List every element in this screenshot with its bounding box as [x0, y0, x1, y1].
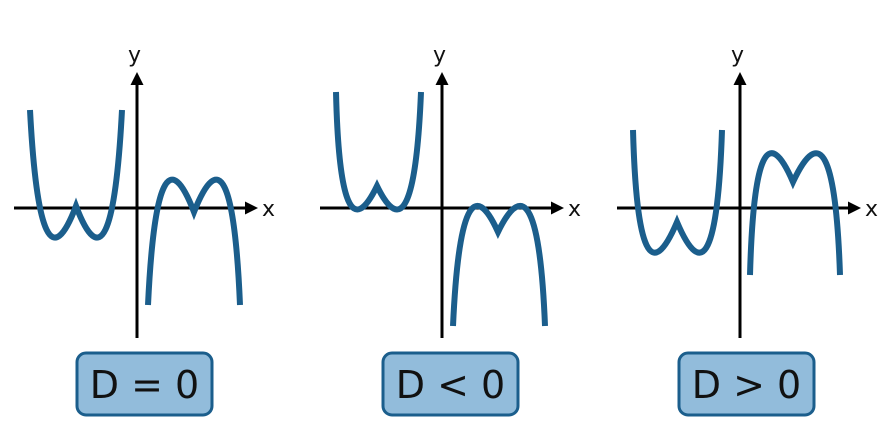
- downward-parabola-curve: [450, 203, 548, 327]
- x-axis-label: x: [865, 197, 878, 222]
- x-axis-arrow: [848, 201, 861, 215]
- downward-parabola-curve: [747, 150, 843, 276]
- panel-d-less-than-zero: x y D < 0: [320, 43, 581, 417]
- x-axis-label: x: [568, 197, 581, 222]
- y-axis-arrow: [733, 72, 747, 85]
- panel-d-greater-than-zero: x y D > 0: [617, 43, 878, 417]
- y-axis-arrow: [130, 72, 144, 85]
- badge-box: [677, 351, 816, 417]
- badge-box: [381, 351, 520, 417]
- panel-d-equals-zero: x y D = 0: [14, 43, 275, 417]
- discriminant-badge: D < 0: [396, 363, 505, 407]
- discriminant-badge: D > 0: [692, 363, 801, 407]
- y-axis-label: y: [731, 43, 744, 68]
- x-axis-label: x: [262, 197, 275, 222]
- discriminant-badge: D = 0: [90, 363, 199, 407]
- y-axis-arrow: [435, 72, 449, 85]
- upward-parabola-curve: [333, 91, 424, 213]
- downward-parabola-curve: [145, 176, 243, 306]
- x-axis-arrow: [245, 201, 258, 215]
- y-axis-label: y: [128, 43, 141, 68]
- y-axis-label: y: [433, 43, 446, 68]
- x-axis-arrow: [551, 201, 564, 215]
- upward-parabola-curve: [27, 109, 125, 241]
- upward-parabola-curve: [630, 129, 725, 256]
- badge-box: [75, 351, 214, 417]
